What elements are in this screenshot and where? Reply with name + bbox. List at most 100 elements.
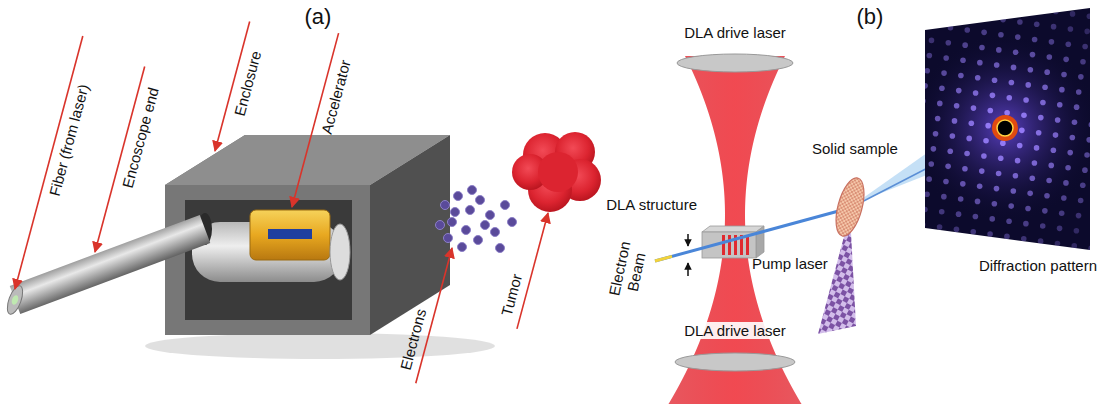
diffraction-spot bbox=[981, 153, 987, 159]
diffraction-spot bbox=[888, 202, 894, 208]
diffraction-spot bbox=[1091, 107, 1097, 113]
diffraction-spot bbox=[1023, 97, 1029, 103]
diffraction-spot bbox=[1082, 167, 1088, 173]
diffraction-spot bbox=[1055, 241, 1061, 247]
diffraction-spot bbox=[1072, 120, 1078, 126]
diffraction-spot bbox=[1025, 206, 1031, 212]
electron-dot bbox=[501, 201, 510, 210]
diffraction-spot bbox=[1038, 115, 1044, 121]
diffraction-spot bbox=[1061, 195, 1067, 201]
diffraction-spot bbox=[981, 30, 987, 36]
diffraction-spot bbox=[908, 66, 914, 72]
diffraction-spot bbox=[964, 27, 970, 33]
diffraction-spot bbox=[1076, 213, 1082, 219]
diffraction-spot bbox=[1051, 24, 1057, 30]
diffraction-spot bbox=[966, 136, 972, 142]
part-label: Enclosure bbox=[231, 49, 265, 118]
panel-label: (a) bbox=[305, 4, 332, 29]
diffraction-spot bbox=[933, 131, 939, 137]
diffraction-spot bbox=[912, 159, 918, 165]
diffraction-spot bbox=[905, 204, 911, 210]
diffraction-spot bbox=[895, 156, 901, 162]
diffraction-spot bbox=[1029, 175, 1035, 181]
diffraction-spot bbox=[960, 181, 966, 187]
diffraction-spot bbox=[950, 10, 956, 16]
laser-beam bbox=[669, 56, 802, 404]
tumor bbox=[512, 132, 601, 212]
diffraction-spot bbox=[874, 184, 880, 190]
diffraction-spot bbox=[905, 81, 911, 87]
diffraction-spot bbox=[1067, 150, 1073, 156]
diffraction-spot bbox=[983, 14, 989, 20]
diffraction-spot bbox=[1086, 137, 1092, 143]
diffraction-spot bbox=[928, 161, 934, 167]
panel-label: (b) bbox=[857, 4, 884, 29]
diffraction-spot bbox=[1093, 215, 1099, 221]
diffraction-spot bbox=[891, 63, 897, 69]
diffraction-spot bbox=[1038, 238, 1044, 244]
diffraction-spot bbox=[1101, 278, 1103, 284]
diffraction-spot bbox=[1057, 226, 1063, 232]
diffraction-spot bbox=[945, 164, 951, 170]
diffraction-spot bbox=[947, 148, 953, 154]
diffraction-spot bbox=[914, 144, 920, 150]
diffraction-spot bbox=[952, 0, 958, 1]
diffraction-spot bbox=[1008, 203, 1014, 209]
diffraction-spot bbox=[1090, 230, 1096, 236]
diffraction-spot bbox=[1071, 243, 1077, 249]
diffraction-spot bbox=[998, 32, 1004, 38]
central-spot bbox=[992, 115, 1018, 141]
diffraction-spot bbox=[994, 186, 1000, 192]
diffraction-spot bbox=[1082, 44, 1088, 50]
laser-label: Pump laser bbox=[752, 255, 828, 272]
diffraction-spot bbox=[895, 33, 901, 39]
electron-dot bbox=[496, 244, 505, 253]
enclosure-interior bbox=[185, 200, 352, 320]
diffraction-spot bbox=[1097, 61, 1103, 67]
diffraction-spots bbox=[865, 0, 1103, 284]
diffraction-spot bbox=[1017, 19, 1023, 25]
leader-lines bbox=[15, 22, 548, 384]
diffraction-spot bbox=[931, 22, 937, 28]
diffraction-spot bbox=[1101, 31, 1103, 37]
diffraction-spot bbox=[958, 196, 964, 202]
fiber-tip bbox=[10, 294, 19, 305]
diffraction-spot bbox=[1063, 57, 1069, 63]
diffraction-spot bbox=[1099, 170, 1103, 176]
electron-cloud bbox=[436, 186, 517, 253]
diffraction-spot bbox=[903, 219, 909, 225]
diffraction-spot bbox=[1051, 147, 1057, 153]
enclosure-side bbox=[370, 135, 450, 335]
diffraction-spot bbox=[1002, 2, 1008, 8]
diffraction-spot bbox=[1021, 236, 1027, 242]
diffraction-spot bbox=[949, 257, 955, 263]
diffraction-spot bbox=[1011, 188, 1017, 194]
diffraction-spot bbox=[1076, 89, 1082, 95]
diffraction-spot bbox=[1080, 182, 1086, 188]
diffraction-spot bbox=[933, 7, 939, 13]
diffraction-spot bbox=[943, 179, 949, 185]
diffraction-spot bbox=[1059, 210, 1065, 216]
diffraction-spot bbox=[1017, 143, 1023, 149]
diffraction-spot bbox=[956, 211, 962, 217]
diffraction-spot bbox=[1000, 17, 1006, 23]
diffraction-spot bbox=[1053, 132, 1059, 138]
diffraction-spot bbox=[918, 237, 924, 243]
lens-disk bbox=[675, 353, 795, 371]
diffraction-spot bbox=[918, 113, 924, 119]
diffraction-spot bbox=[907, 189, 913, 195]
diffraction-spot bbox=[916, 5, 922, 11]
diffraction-spot bbox=[1036, 130, 1042, 136]
part-label: Diffraction pattern bbox=[979, 257, 1097, 274]
diffraction-spot bbox=[882, 247, 888, 253]
beam-arrow bbox=[687, 263, 689, 276]
diffraction-spot bbox=[1040, 100, 1046, 106]
diffraction-spot bbox=[1032, 160, 1038, 166]
diffraction-spot bbox=[935, 116, 941, 122]
diffraction-spot bbox=[975, 199, 981, 205]
diffraction-spot bbox=[992, 77, 998, 83]
diffraction-spot bbox=[1006, 218, 1012, 224]
diffraction-spot bbox=[910, 50, 916, 56]
diffraction-spot bbox=[1042, 84, 1048, 90]
diffraction-spot bbox=[1095, 76, 1101, 82]
